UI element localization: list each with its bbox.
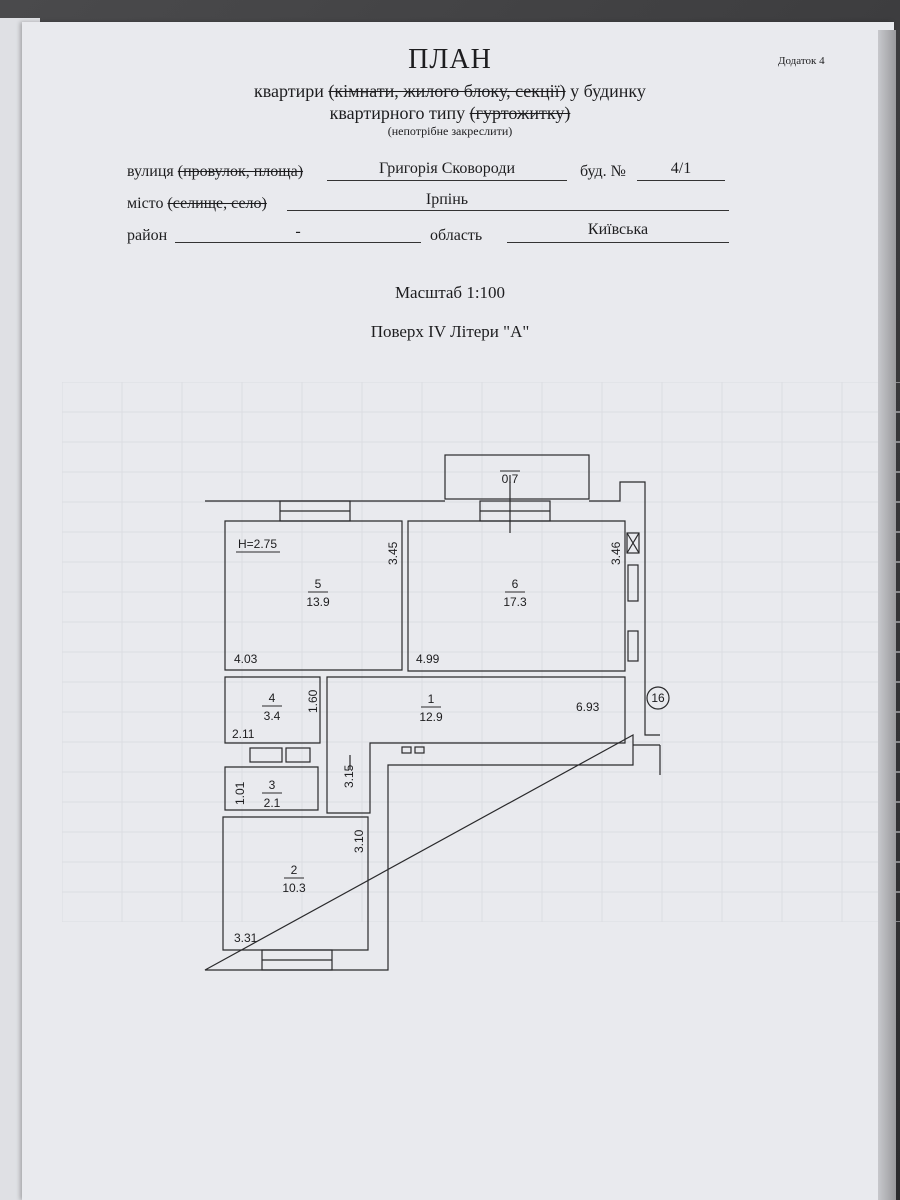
room-3-number: 3 <box>269 778 276 792</box>
room-4-depth: 1.60 <box>306 689 320 713</box>
room-3-outline <box>224 766 319 811</box>
room-2-outline <box>222 816 369 951</box>
room-1-length: 6.93 <box>576 700 600 714</box>
room-6-number: 6 <box>512 577 519 591</box>
street-label: вулиця (провулок, площа) <box>127 163 303 181</box>
room-3-depth: 1.01 <box>233 781 247 805</box>
room-1-number: 1 <box>428 692 435 706</box>
entry-fixture-2 <box>414 746 425 754</box>
city-label-text: місто <box>127 195 168 212</box>
subtitle-line-2: квартирного типу (гуртожитку) <box>0 103 900 124</box>
room-1-outline <box>326 676 626 814</box>
height-label: Н=2.75 <box>238 537 277 551</box>
document-sheet <box>22 22 900 1200</box>
building-value: 4/1 <box>670 160 692 177</box>
region-value: Київська <box>587 221 649 238</box>
room-5-depth: 3.45 <box>386 541 400 565</box>
city-underline <box>287 210 729 211</box>
subtitle-struck-text-2: (гуртожитку) <box>469 103 571 123</box>
room-3-area: 2.1 <box>264 796 281 810</box>
ventilation-cross <box>626 532 640 554</box>
building-label: буд. № <box>580 163 626 180</box>
floor-label: Поверх IV Літери "А" <box>370 322 530 341</box>
subtitle-prefix-2: квартирного типу <box>329 103 470 123</box>
room-2-depth: 3.10 <box>352 829 366 853</box>
district-label: район <box>127 227 168 244</box>
document-title: ПЛАН <box>408 44 492 75</box>
page-edge <box>878 30 896 1200</box>
street-label-text: вулиця <box>127 163 178 180</box>
room-4-area: 3.4 <box>264 709 281 723</box>
wc-fixture <box>285 747 311 763</box>
city-label-struck: (селище, село) <box>167 195 267 212</box>
appendix-label: Додаток 4 <box>778 55 825 67</box>
room-1-depth: 3.15 <box>342 764 356 788</box>
room-6-outline <box>407 520 626 672</box>
room-6-depth: 3.46 <box>609 541 623 565</box>
ventilation-box <box>626 532 640 554</box>
room-6-width: 4.99 <box>416 652 440 666</box>
room-2-area: 10.3 <box>282 881 306 895</box>
stove-fixture <box>627 564 639 602</box>
floor-plan: 0.7 16 Н=2.75 5 13.9 4.03 3.45 6 17.3 4.… <box>204 454 670 971</box>
subtitle-suffix: у будинку <box>565 81 646 101</box>
scale-label: Масштаб 1:100 <box>394 283 506 302</box>
room-5-area: 13.9 <box>306 595 330 609</box>
outer-wall <box>204 481 660 971</box>
balcony-label: 0.7 <box>502 472 519 486</box>
district-value: - <box>295 223 301 240</box>
city-value: Ірпінь <box>425 191 469 208</box>
entry-fixture-1 <box>401 746 412 754</box>
faint-grid <box>62 382 900 922</box>
strike-note: (непотрібне закреслити) <box>387 124 513 138</box>
room-4-number: 4 <box>269 691 276 705</box>
room-4-outline <box>224 676 321 744</box>
room-2-width: 3.31 <box>234 931 258 945</box>
room-2-number: 2 <box>291 863 298 877</box>
room-4-width: 2.11 <box>232 727 255 741</box>
room-5-width: 4.03 <box>234 652 258 666</box>
subtitle-struck-text: (кімнати, жилого блоку, секції) <box>328 81 566 101</box>
street-value: Григорія Сковороди <box>378 160 516 177</box>
balcony-outline <box>444 454 590 500</box>
axis-label: 16 <box>651 691 665 705</box>
sink-fixture <box>627 630 639 662</box>
street-underline <box>327 180 567 181</box>
district-underline <box>175 242 421 243</box>
axis-circle <box>646 686 670 710</box>
region-label: область <box>430 227 483 244</box>
room-5-number: 5 <box>315 577 322 591</box>
building-underline <box>637 180 725 181</box>
bath-fixture <box>249 747 283 763</box>
region-underline <box>507 242 729 243</box>
room-6-area: 17.3 <box>503 595 527 609</box>
street-label-struck: (провулок, площа) <box>177 163 304 180</box>
room-1-area: 12.9 <box>419 710 443 724</box>
subtitle-line-1: квартири (кімнати, жилого блоку, секції)… <box>0 81 900 102</box>
wall-detail <box>349 744 661 775</box>
subtitle-prefix: квартири <box>254 81 329 101</box>
city-label: місто (селище, село) <box>127 195 267 213</box>
